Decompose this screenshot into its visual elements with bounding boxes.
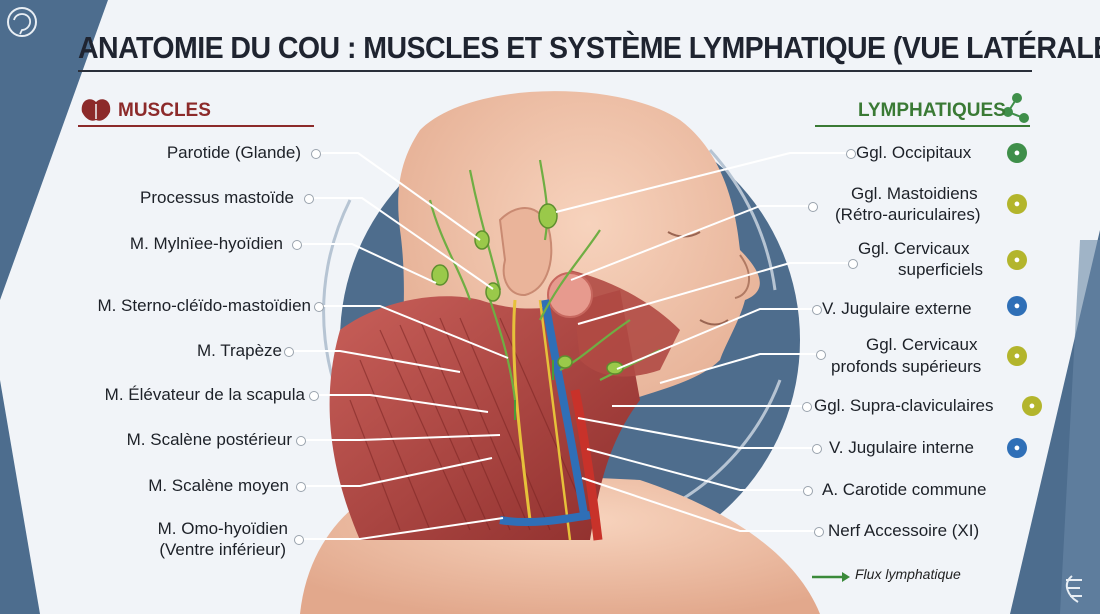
lymph-node-badge-icon: ● [1007, 143, 1027, 163]
leader-dot [296, 482, 306, 492]
spine-icon [1065, 575, 1082, 603]
label-sternocleidomastoid: M. Sterno-cléïdo-mastoïdien [97, 296, 311, 315]
label-superficial: superficiels [898, 260, 984, 279]
label-mastoid-process: Processus mastoïde [139, 188, 294, 207]
leader-dot [814, 527, 824, 537]
label-middle-scalene: M. Scalène moyen [148, 476, 289, 495]
label-occipital-nodes: Ggl. Occipitaux [856, 143, 972, 162]
leader-dot [296, 436, 306, 446]
label-retroauricular: (Rétro-auriculaires) [835, 205, 981, 224]
leader-dot [802, 402, 812, 412]
label-external-jugular-vein: V. Jugulaire externe [822, 299, 972, 318]
lymph-node-icon [1003, 93, 1029, 123]
ear [498, 207, 553, 297]
label-accessory-nerve: Nerf Accessoire (XI) [828, 521, 980, 540]
label-levator-scapulae: M. Élévateur de la scapula [104, 385, 305, 404]
leader-dot [292, 240, 302, 250]
lymph-nodes [431, 203, 624, 375]
leader-dot [304, 194, 314, 204]
muscle-icon [81, 99, 111, 121]
lymph-node-badge-icon: ● [1007, 346, 1027, 366]
leader-dot [848, 259, 858, 269]
section-muscles-underline [78, 125, 314, 127]
corner-band-top-left [0, 0, 108, 300]
leader-dot [314, 302, 324, 312]
leader-dot [284, 347, 294, 357]
section-lymphatics: LYMPHATIQUES [858, 100, 1006, 121]
lymph-node-badge-icon: ● [1007, 194, 1027, 214]
accessory-nerve [512, 299, 532, 521]
section-muscles: MUSCLES [118, 100, 211, 121]
leader-dot [808, 202, 818, 212]
lymph-node-badge-icon: ● [1022, 396, 1042, 416]
leader-dot [294, 535, 304, 545]
label-superficial-cervical-nodes: Ggl. Cervicaux [858, 239, 970, 258]
label-common-carotid: A. Carotide commune [822, 480, 987, 499]
leader-dot [812, 305, 822, 315]
leader-dot [816, 350, 826, 360]
leader-dot [309, 391, 319, 401]
blood-drop-icon: ● [1007, 296, 1027, 316]
leader-dot [803, 486, 813, 496]
corner-band-bottom-left [0, 380, 40, 614]
label-supraclavicular-nodes: Ggl. Supra-claviculaires [814, 396, 994, 415]
label-deep-superior: profonds supérieurs [831, 357, 982, 376]
label-internal-jugular-vein: V. Jugulaire interne [829, 438, 974, 457]
leader-dot [846, 149, 856, 159]
leader-lines-left [288, 152, 509, 540]
title-underline [78, 70, 1032, 72]
label-parotid: Parotide (Glande) [166, 143, 301, 162]
legend-lymph-flow: Flux lymphatique [855, 566, 961, 582]
leader-lines-right [555, 152, 852, 532]
brain-head-icon [7, 7, 37, 37]
label-omohyoid-belly: (Ventre inférieur) [159, 540, 286, 559]
label-mylohyoid: M. Mylnïee-hyoïdien [129, 234, 283, 253]
page-title: ANATOMIE DU COU : MUSCLES ET SYSTÈME LYM… [78, 30, 1100, 65]
label-deep-cervical-nodes: Ggl. Cervicaux [866, 335, 978, 354]
label-omohyoid: M. Omo-hyoïdien [157, 519, 288, 538]
label-trapezius: M. Trapèze [196, 341, 282, 360]
leader-dot [812, 444, 822, 454]
label-mastoid-nodes: Ggl. Mastoidiens [851, 184, 978, 203]
label-posterior-scalene: M. Scalène postérieur [126, 430, 292, 449]
leader-dot [311, 149, 321, 159]
blood-drop-icon: ● [1007, 438, 1027, 458]
internal-jugular-vein [541, 299, 589, 521]
lymph-node-badge-icon: ● [1007, 250, 1027, 270]
section-lymphatics-underline [815, 125, 1030, 127]
common-carotid-artery [570, 389, 603, 541]
